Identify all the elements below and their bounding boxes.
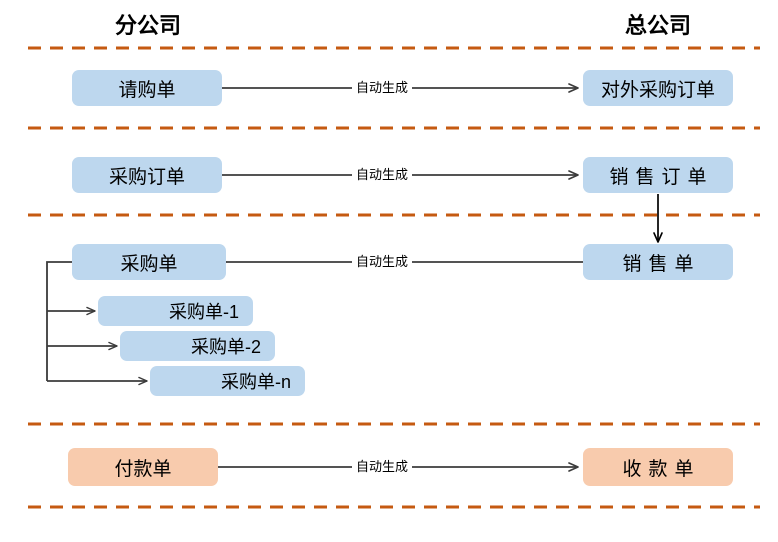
column-header-branch: 分公司: [114, 13, 181, 38]
node-sales-bill[interactable]: 销售单: [583, 244, 733, 280]
column-header-head-office: 总公司: [624, 13, 691, 38]
node-purchase-order[interactable]: 采购订单: [72, 157, 222, 193]
node-purchase-bill-2[interactable]: 采购单-2: [120, 331, 275, 361]
node-purchase-requisition[interactable]: 请购单: [72, 70, 222, 106]
branch-trunk: [46, 261, 72, 381]
node-purchase-bill-1[interactable]: 采购单-1: [98, 296, 253, 326]
edge-label-auto-generate-1: 自动生成: [352, 80, 413, 95]
node-purchase-bill[interactable]: 采购单: [72, 244, 226, 280]
node-receipt-voucher[interactable]: 收款单: [583, 448, 733, 486]
node-payment-voucher[interactable]: 付款单: [68, 448, 218, 486]
node-external-purchase-order[interactable]: 对外采购订单: [583, 70, 733, 106]
node-sales-order[interactable]: 销售订单: [583, 157, 733, 193]
edge-label-auto-generate-4: 自动生成: [352, 459, 413, 474]
node-purchase-bill-n[interactable]: 采购单-n: [150, 366, 305, 396]
edge-label-auto-generate-3: 自动生成: [352, 254, 413, 269]
edge-label-auto-generate-2: 自动生成: [352, 167, 413, 182]
